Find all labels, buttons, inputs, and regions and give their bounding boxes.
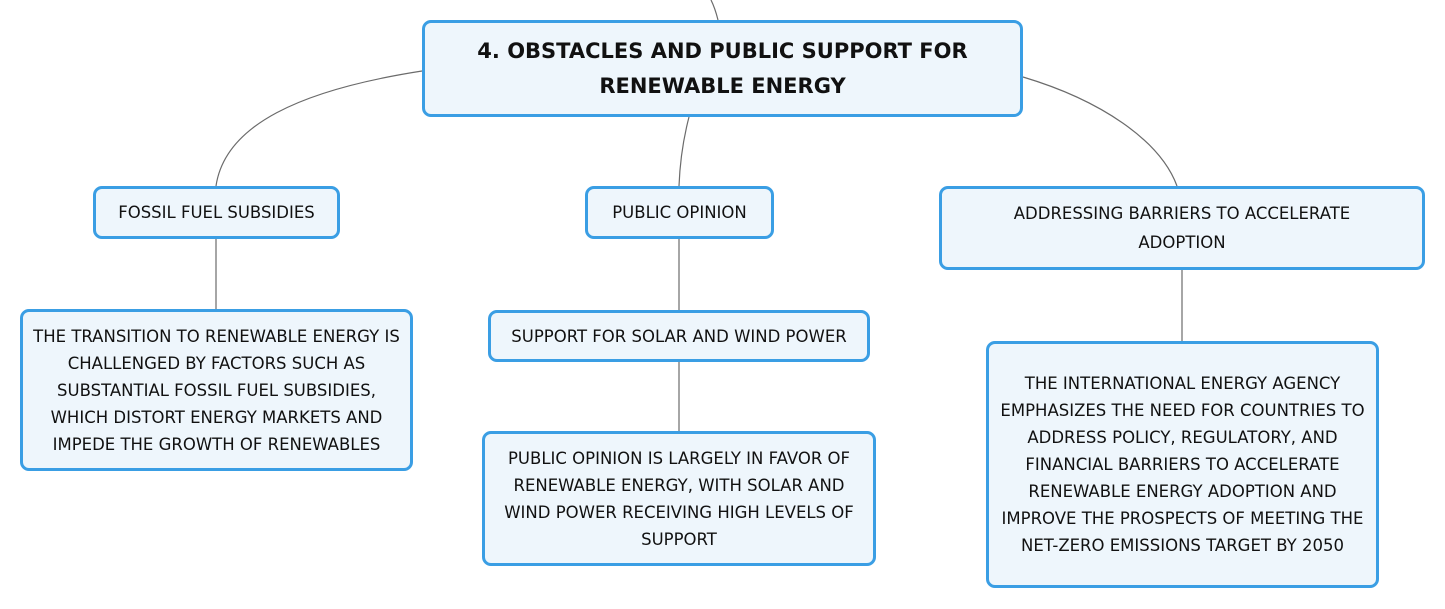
detail-node-addressing-barriers[interactable]: THE INTERNATIONAL ENERGY AGENCY EMPHASIZ… <box>986 341 1379 588</box>
connector-parent-to-root <box>710 0 719 21</box>
topic-node-addressing-barriers[interactable]: ADDRESSING BARRIERS TO ACCELERATE ADOPTI… <box>939 186 1425 270</box>
root-topic-label: 4. OBSTACLES AND PUBLIC SUPPORT FOR RENE… <box>477 38 968 98</box>
topic-node-fossil-fuel-subsidies[interactable]: FOSSIL FUEL SUBSIDIES <box>93 186 340 239</box>
connector-root-to-fossil-fuel-subsidies <box>215 70 423 187</box>
detail-text-addressing-barriers: THE INTERNATIONAL ENERGY AGENCY EMPHASIZ… <box>1000 374 1365 555</box>
connector-root-to-addressing-barriers <box>1022 76 1178 187</box>
subtopic-node-solar-wind-support[interactable]: SUPPORT FOR SOLAR AND WIND POWER <box>488 310 870 362</box>
detail-node-fossil-fuel-subsidies[interactable]: THE TRANSITION TO RENEWABLE ENERGY IS CH… <box>20 309 413 471</box>
detail-node-public-opinion[interactable]: PUBLIC OPINION IS LARGELY IN FAVOR OF RE… <box>482 431 876 566</box>
detail-text-fossil-fuel-subsidies: THE TRANSITION TO RENEWABLE ENERGY IS CH… <box>33 326 400 454</box>
topic-label-fossil-fuel-subsidies: FOSSIL FUEL SUBSIDIES <box>118 203 315 222</box>
subtopic-label-solar-wind-support: SUPPORT FOR SOLAR AND WIND POWER <box>511 326 847 346</box>
connector-root-to-public-opinion <box>678 116 690 187</box>
root-topic-node[interactable]: 4. OBSTACLES AND PUBLIC SUPPORT FOR RENE… <box>422 20 1023 117</box>
topic-label-public-opinion: PUBLIC OPINION <box>612 203 747 222</box>
topic-label-addressing-barriers: ADDRESSING BARRIERS TO ACCELERATE ADOPTI… <box>1013 204 1351 252</box>
topic-node-public-opinion[interactable]: PUBLIC OPINION <box>585 186 774 239</box>
detail-text-public-opinion: PUBLIC OPINION IS LARGELY IN FAVOR OF RE… <box>504 448 854 549</box>
